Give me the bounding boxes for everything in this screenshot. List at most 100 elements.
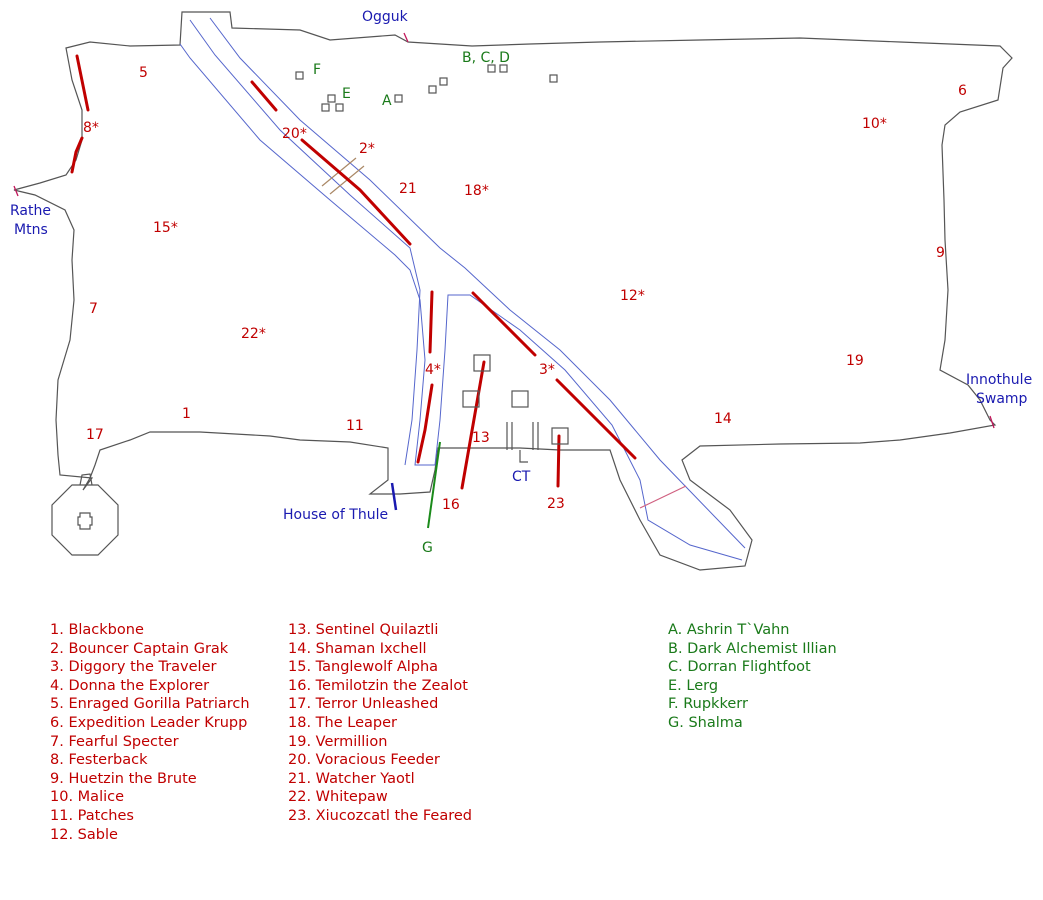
- mob-marker-3: 3*: [539, 362, 555, 378]
- mob-marker-11: 11: [346, 418, 364, 434]
- round-room-symbol: [77, 512, 93, 530]
- place-rathe-1: Rathe: [10, 203, 51, 219]
- npc-marker-bcd: B, C, D: [462, 50, 510, 66]
- legend-item: 6. Expedition Leader Krupp: [50, 714, 248, 731]
- mob-marker-15: 15*: [153, 220, 178, 236]
- hut-2: [327, 94, 336, 103]
- path-16: [460, 360, 486, 490]
- mob-marker-14: 14: [714, 411, 732, 427]
- legend-item: B. Dark Alchemist Illian: [668, 640, 837, 657]
- innothule-zone-line: [989, 415, 995, 429]
- mob-marker-8: 8*: [83, 120, 99, 136]
- place-ogguk: Ogguk: [362, 9, 409, 25]
- mob-marker-5: 5: [139, 65, 148, 81]
- place-house-of-thule: House of Thule: [283, 507, 388, 523]
- ct-entrance: [519, 450, 528, 463]
- mob-marker-21: 21: [399, 181, 417, 197]
- npc-marker-f: F: [313, 62, 321, 78]
- legend-item: 13. Sentinel Quilaztli: [288, 622, 439, 638]
- hut-7: [439, 77, 448, 86]
- legend-item: 19. Vermillion: [288, 733, 388, 750]
- legend-item: 21. Watcher Yaotl: [288, 770, 415, 787]
- legend-item: 1. Blackbone: [50, 622, 144, 638]
- place-rathe-2: Mtns: [14, 222, 48, 238]
- legend-item: G. Shalma: [668, 714, 743, 731]
- round-room-corridor: [79, 473, 93, 486]
- building-3: [511, 390, 529, 408]
- zone-outline: [13, 11, 1013, 571]
- mob-marker-4: 4*: [425, 362, 441, 378]
- legend-item: 14. Shaman Ixchell: [288, 640, 427, 657]
- hut-9: [499, 64, 508, 73]
- legend-item: 11. Patches: [50, 807, 134, 824]
- npc-marker-a: A: [382, 93, 392, 109]
- npc-marker-e: E: [342, 86, 351, 102]
- place-ct: CT: [512, 469, 531, 485]
- hut-4: [335, 103, 344, 112]
- mob-marker-10: 10*: [862, 116, 887, 132]
- legend-item: 10. Malice: [50, 789, 125, 806]
- zone-map: Ogguk Rathe Mtns Innothule Swamp House o…: [10, 9, 1032, 571]
- mob-marker-9: 9: [936, 245, 945, 261]
- river-bank-right: [209, 17, 746, 549]
- hut-6: [428, 85, 437, 94]
- legend-item: 2. Bouncer Captain Grak: [50, 640, 229, 657]
- legend-item: 15. Tanglewolf Alpha: [288, 659, 439, 676]
- legend-item: E. Lerg: [668, 677, 719, 694]
- npc-markers: A B, C, D E F G: [313, 50, 510, 556]
- rathe-zone-line: [13, 185, 19, 197]
- place-labels: Ogguk Rathe Mtns Innothule Swamp House o…: [10, 9, 1032, 523]
- hut-5: [394, 94, 403, 103]
- building-wall-2: [532, 422, 539, 450]
- legend-item: 9. Huetzin the Brute: [50, 770, 197, 787]
- legend-item: 12. Sable: [50, 826, 118, 843]
- path-20: [250, 80, 278, 112]
- legend-item: 18. The Leaper: [288, 714, 397, 731]
- place-innothule-1: Innothule: [966, 372, 1032, 388]
- legend-item: 4. Donna the Explorer: [50, 677, 210, 694]
- legend-item: 8. Festerback: [50, 752, 148, 769]
- hut-1: [295, 71, 304, 80]
- path-21: [300, 138, 412, 246]
- path-3: [471, 291, 637, 460]
- hut-3: [321, 103, 330, 112]
- buildings: [295, 64, 569, 463]
- mob-marker-2: 2*: [359, 141, 375, 157]
- river-inner-bank: [179, 43, 743, 561]
- place-innothule-2: Swamp: [976, 391, 1028, 407]
- legend-item: 23. Xiucozcatl the Feared: [288, 807, 472, 824]
- mob-marker-17: 17: [86, 427, 104, 443]
- path-4: [416, 290, 434, 464]
- legend-named-mobs-2: 13. Sentinel Quilaztli 14. Shaman Ixchel…: [288, 621, 472, 826]
- mob-marker-23: 23: [547, 496, 565, 512]
- hut-10: [549, 74, 558, 83]
- legend-item: 3. Diggory the Traveler: [50, 659, 217, 676]
- legend-item: 20. Voracious Feeder: [288, 752, 440, 769]
- legend-item: C. Dorran Flightfoot: [668, 659, 811, 676]
- legend-item: 17. Terror Unleashed: [288, 696, 439, 713]
- npc-marker-g: G: [422, 540, 433, 556]
- house-of-thule-line: [390, 482, 398, 511]
- mob-marker-19: 19: [846, 353, 864, 369]
- legend-item: 16. Temilotzin the Zealot: [288, 677, 468, 694]
- bridge-south: [639, 485, 687, 509]
- hut-8: [487, 64, 496, 73]
- ogguk-zone-line: [403, 32, 409, 43]
- legend-item: A. Ashrin T`Vahn: [668, 622, 790, 638]
- building-wall-1: [506, 422, 513, 450]
- npc-g-line: [427, 441, 441, 529]
- legend-item: 5. Enraged Gorilla Patriarch: [50, 696, 250, 713]
- mob-marker-12: 12*: [620, 288, 645, 304]
- building-4: [551, 427, 569, 445]
- mob-marker-18: 18*: [464, 183, 489, 199]
- legend-item: 7. Fearful Specter: [50, 733, 179, 750]
- legend-item: F. Rupkkerr: [668, 696, 748, 713]
- legend-npcs: A. Ashrin T`Vahn B. Dark Alchemist Illia…: [668, 621, 837, 733]
- building-2: [462, 390, 480, 408]
- building-1: [473, 354, 491, 372]
- mob-marker-6: 6: [958, 83, 967, 99]
- path-8: [70, 54, 90, 174]
- mob-markers: 1 2* 3* 4* 5 6 7 8* 9 10* 11 12* 13 14 1…: [83, 65, 967, 513]
- mob-marker-16: 16: [442, 497, 460, 513]
- mob-marker-13: 13: [472, 430, 490, 446]
